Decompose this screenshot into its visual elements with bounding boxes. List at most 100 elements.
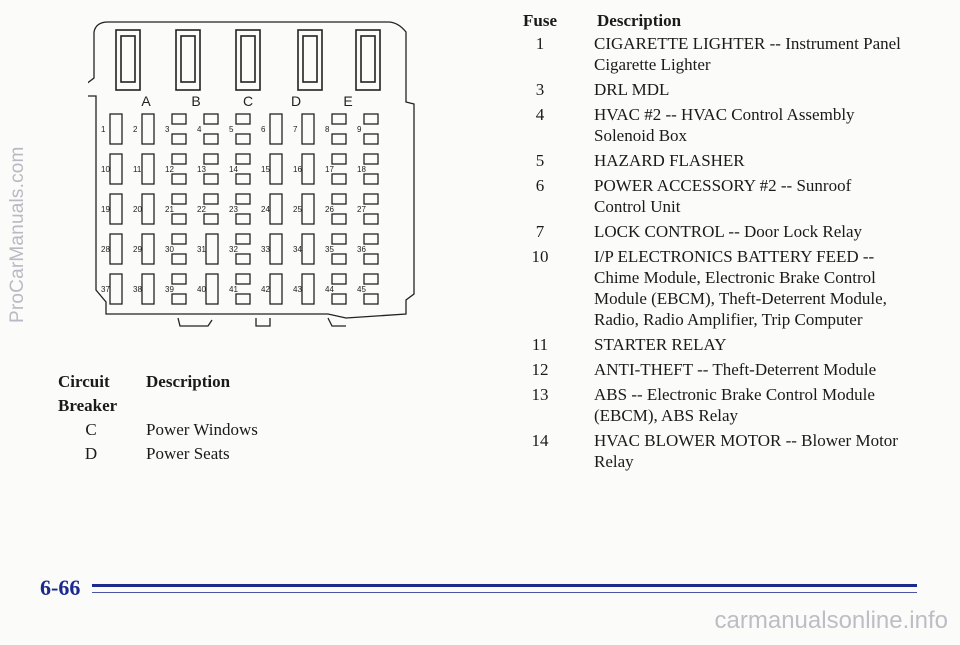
fuse-slot xyxy=(331,233,347,245)
fuse-slot xyxy=(363,233,379,245)
fuse-number-label: 38 xyxy=(133,285,142,294)
fuse-slot xyxy=(363,293,379,305)
fuse-header: Fuse Description xyxy=(520,10,920,31)
fuse-header-fuse: Fuse xyxy=(523,11,557,30)
fuse-number-label: 30 xyxy=(165,245,174,254)
fuse-number-label: 42 xyxy=(261,285,270,294)
fuse-slot xyxy=(141,113,155,145)
fuse-slot xyxy=(235,273,251,285)
fuse-slot xyxy=(109,233,123,265)
fuse-slot xyxy=(301,233,315,265)
fuse-slot xyxy=(235,133,251,145)
fuse-number-label: 33 xyxy=(261,245,270,254)
cb-header-col2: Description xyxy=(146,372,231,391)
fuse-description: STARTER RELAY xyxy=(594,335,727,354)
fuse-number-label: 37 xyxy=(101,285,110,294)
fuse-slot xyxy=(331,293,347,305)
fuse-slot xyxy=(363,173,379,185)
fuse-number-label: 1 xyxy=(101,125,106,134)
fuse-number-label: 5 xyxy=(229,125,234,134)
fuse-slot xyxy=(331,193,347,205)
fuse-description: DRL MDL xyxy=(594,80,670,99)
fuse-number-label: 34 xyxy=(293,245,302,254)
fuse-slot xyxy=(171,213,187,225)
fuse-number-label: 28 xyxy=(101,245,110,254)
fuse-number-label: 14 xyxy=(229,165,238,174)
fuse-number-label: 21 xyxy=(165,205,174,214)
fuse-number-label: 4 xyxy=(197,125,202,134)
fuse-slot xyxy=(269,193,283,225)
fuse-slot xyxy=(235,173,251,185)
fuse-description: HAZARD FLASHER xyxy=(594,151,745,170)
fuse-slot xyxy=(331,253,347,265)
cb-header-line2: Breaker xyxy=(58,394,258,418)
fuse-number-label: 26 xyxy=(325,205,334,214)
fuse-number-label: 40 xyxy=(197,285,206,294)
fuse-number: 1 xyxy=(535,34,545,53)
footer-rule-thin xyxy=(92,592,917,593)
fuse-slot xyxy=(363,193,379,205)
fuse-slot xyxy=(171,133,187,145)
fuse-number-label: 16 xyxy=(293,165,302,174)
relay-label: B xyxy=(191,93,200,109)
fuse-number: 7 xyxy=(535,222,545,241)
fuse-slot xyxy=(363,153,379,165)
fuse-slot xyxy=(109,153,123,185)
fuse-description: ABS -- Electronic Brake Control Module (… xyxy=(594,385,875,425)
relay-label: C xyxy=(243,93,253,109)
fuse-number-label: 45 xyxy=(357,285,366,294)
relay-label: A xyxy=(141,93,151,109)
relay-inner xyxy=(302,35,318,83)
fuse-slot xyxy=(235,153,251,165)
fuse-slot xyxy=(363,253,379,265)
fuse-slot xyxy=(171,113,187,125)
fuse-description: HVAC #2 -- HVAC Control Assembly Solenoi… xyxy=(594,105,855,145)
fuse-number-label: 17 xyxy=(325,165,334,174)
fuse-header-description: Description xyxy=(597,11,682,30)
fuse-description: HVAC BLOWER MOTOR -- Blower Motor Relay xyxy=(594,431,898,471)
fuse-slot xyxy=(269,233,283,265)
fuse-number-label: 9 xyxy=(357,125,362,134)
fuse-slot xyxy=(301,113,315,145)
fuse-slot xyxy=(205,233,219,265)
table-row: D Power Seats xyxy=(58,442,258,466)
fuse-slot xyxy=(203,193,219,205)
page-number: 6-66 xyxy=(40,575,81,600)
fuse-number: 12 xyxy=(531,360,549,379)
circuit-breaker-table: Circuit Description Breaker C Power Wind… xyxy=(58,370,258,466)
fuse-slot xyxy=(363,113,379,125)
fuse-number: 5 xyxy=(535,151,545,170)
fuse-slot xyxy=(269,113,283,145)
fuse-number-label: 43 xyxy=(293,285,302,294)
relay-label: E xyxy=(343,93,352,109)
fuse-number-label: 11 xyxy=(133,165,142,174)
relay-inner xyxy=(180,35,196,83)
cb-header-col1-line2: Breaker xyxy=(58,396,118,415)
fuse-slot xyxy=(141,233,155,265)
table-row: 12 ANTI-THEFT -- Theft-Deterrent Module xyxy=(520,359,920,380)
fuse-number-label: 44 xyxy=(325,285,334,294)
relay-inner xyxy=(240,35,256,83)
fuse-slot xyxy=(301,153,315,185)
fuse-slot xyxy=(109,113,123,145)
fuse-slot xyxy=(171,153,187,165)
table-row: C Power Windows xyxy=(58,418,258,442)
fuse-number: 6 xyxy=(535,176,545,195)
fuse-slot xyxy=(235,293,251,305)
cb-id: D xyxy=(84,444,98,463)
fuse-slot xyxy=(203,113,219,125)
fuse-slot xyxy=(109,273,123,305)
fuse-description: ANTI-THEFT -- Theft-Deterrent Module xyxy=(594,360,877,379)
fuse-number-label: 10 xyxy=(101,165,110,174)
fuse-slot xyxy=(205,273,219,305)
